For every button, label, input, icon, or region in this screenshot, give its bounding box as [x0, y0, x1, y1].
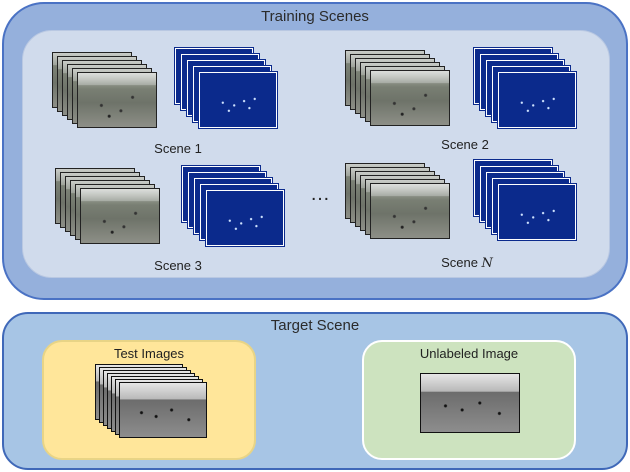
- ellipsis: …: [310, 183, 330, 205]
- unlabeled-image-title: Unlabeled Image: [419, 346, 519, 361]
- scene-n-label: Scene N: [441, 255, 493, 271]
- scene-2-label: Scene 2: [441, 137, 489, 152]
- scene-2-density-stack-frame: [497, 71, 577, 129]
- test-images-stack-frame: [119, 382, 207, 438]
- test-images-title: Test Images: [113, 346, 185, 361]
- training-scenes-title: Training Scenes: [261, 8, 369, 25]
- scene-3-density-stack-frame: [205, 189, 285, 247]
- unlabeled-image: [420, 373, 520, 433]
- scene-2-image-stack-frame: [370, 70, 450, 126]
- scene-3-label: Scene 3: [154, 258, 202, 273]
- scene-n-label-prefix: Scene: [441, 255, 482, 270]
- scene-1-label: Scene 1: [154, 141, 202, 156]
- scene-n-density-stack-frame: [497, 183, 577, 241]
- scene-3-image-stack-frame: [80, 188, 160, 244]
- scene-1-image-stack-frame: [77, 72, 157, 128]
- target-scene-title: Target Scene: [270, 317, 360, 334]
- scene-1-density-stack-frame: [198, 71, 278, 129]
- scene-n-image-stack-frame: [370, 183, 450, 239]
- scene-n-label-variable: N: [481, 256, 493, 271]
